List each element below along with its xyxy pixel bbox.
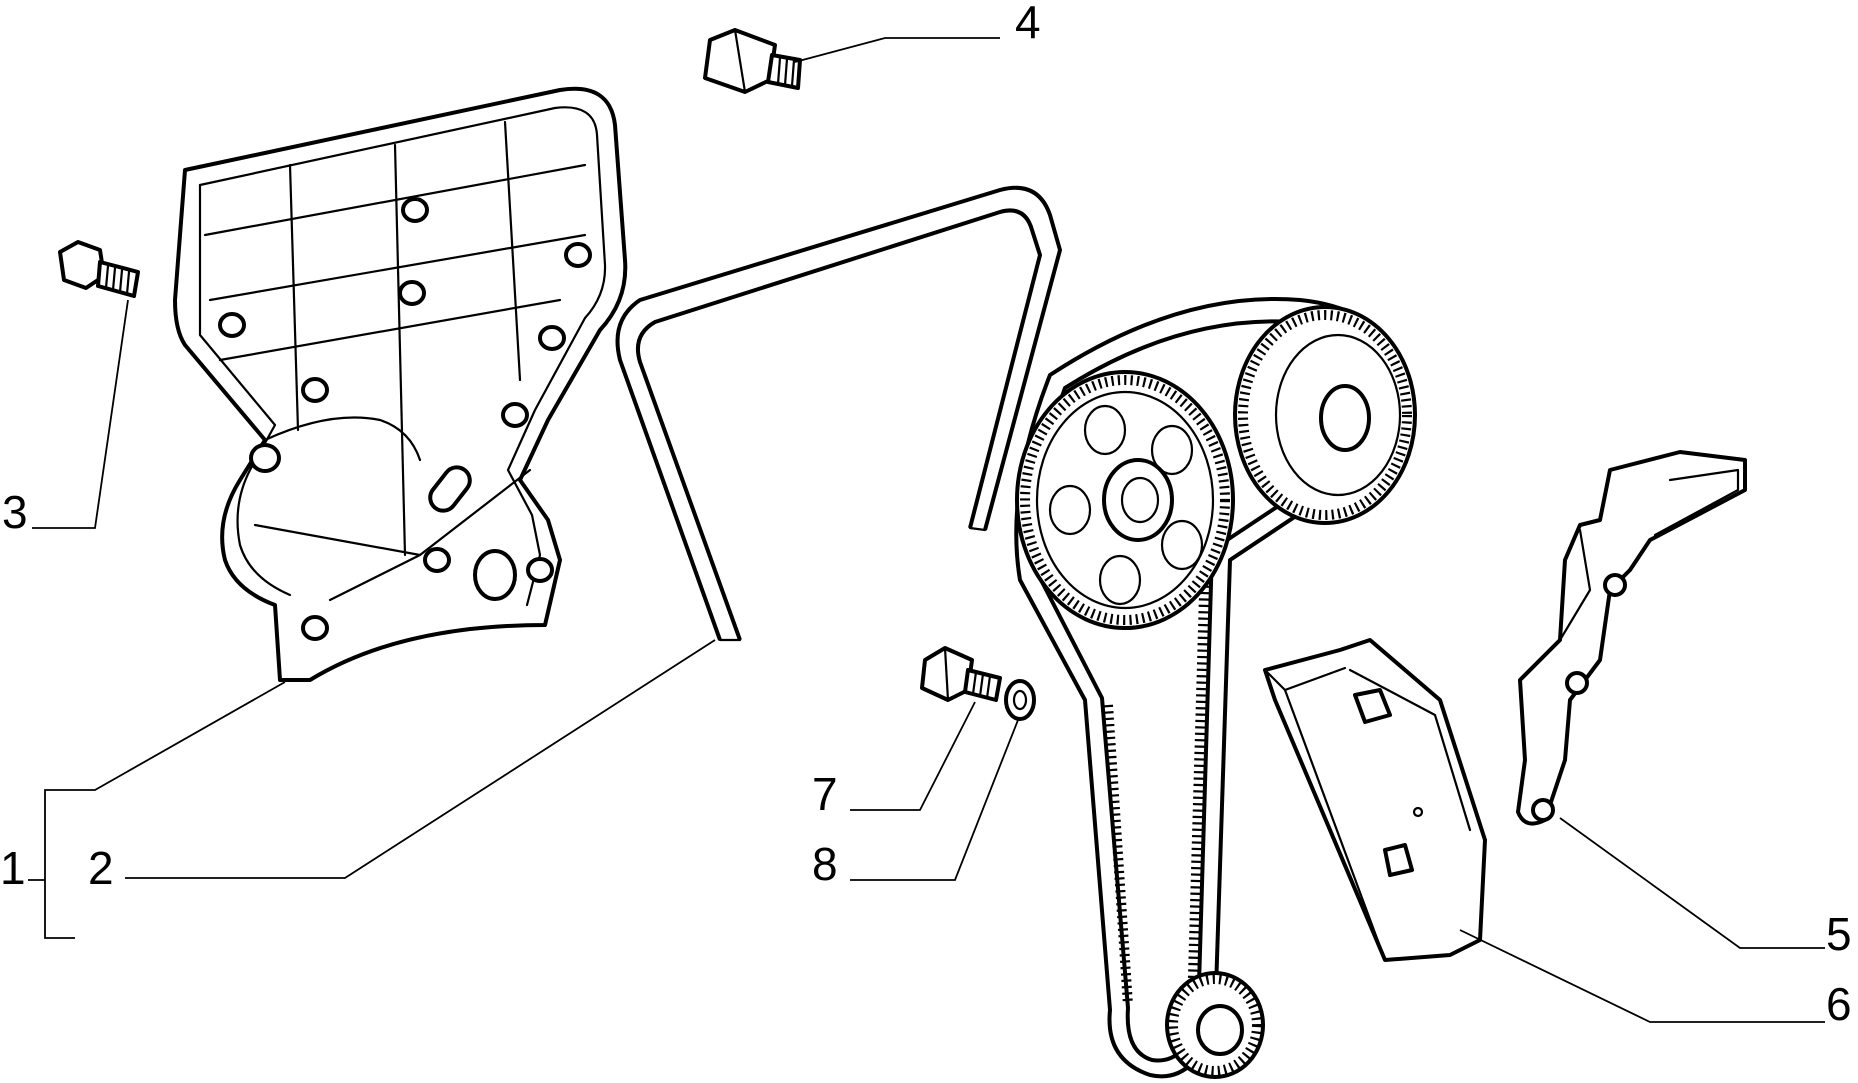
leader-3 <box>32 299 129 529</box>
cover-boss <box>249 443 281 473</box>
part-5-tensioner-bracket <box>1516 450 1747 826</box>
part-7-hex-bolt <box>920 646 1002 702</box>
leader-8 <box>850 719 1019 881</box>
leader-4 <box>794 37 1000 63</box>
cover-boss <box>501 402 529 428</box>
cover-boss <box>218 312 246 338</box>
cover-boss <box>401 197 429 223</box>
callout-8: 8 <box>812 838 838 890</box>
leader-5 <box>1559 817 1825 949</box>
leader-6 <box>1459 929 1825 1023</box>
crankshaft-pulley <box>1165 971 1265 1079</box>
cover-boss <box>301 615 329 641</box>
callout-6: 6 <box>1826 978 1852 1030</box>
cover-boss <box>423 547 451 573</box>
cover-boss <box>564 242 592 268</box>
leader-lines <box>28 37 1825 1023</box>
camshaft-pulley-right <box>1233 305 1417 525</box>
part-6-front-cover-plate <box>1263 638 1487 962</box>
part-4-hex-stud <box>703 28 802 94</box>
part-8-washer <box>1004 679 1036 721</box>
callout-3: 3 <box>2 486 28 538</box>
callout-2: 2 <box>88 842 114 894</box>
cover-boss <box>301 377 329 403</box>
part-3-flanged-bolt <box>58 240 140 298</box>
callout-labels: 1 2 3 4 5 6 7 8 <box>0 0 1852 1030</box>
callout-1: 1 <box>0 842 26 894</box>
timing-belt-assembly <box>1014 296 1417 1079</box>
camshaft-pulley-left <box>1015 370 1235 630</box>
leader-7 <box>850 701 976 811</box>
part-1-rear-timing-cover <box>173 86 628 682</box>
callout-7: 7 <box>812 768 838 820</box>
callout-5: 5 <box>1826 908 1852 960</box>
leader-1 <box>28 681 286 939</box>
cover-boss <box>526 557 554 583</box>
cover-boss <box>398 280 426 306</box>
part-2-gasket-strip <box>615 185 1062 642</box>
cover-boss <box>538 325 566 351</box>
leader-2 <box>125 639 716 879</box>
callout-4: 4 <box>1015 0 1041 48</box>
